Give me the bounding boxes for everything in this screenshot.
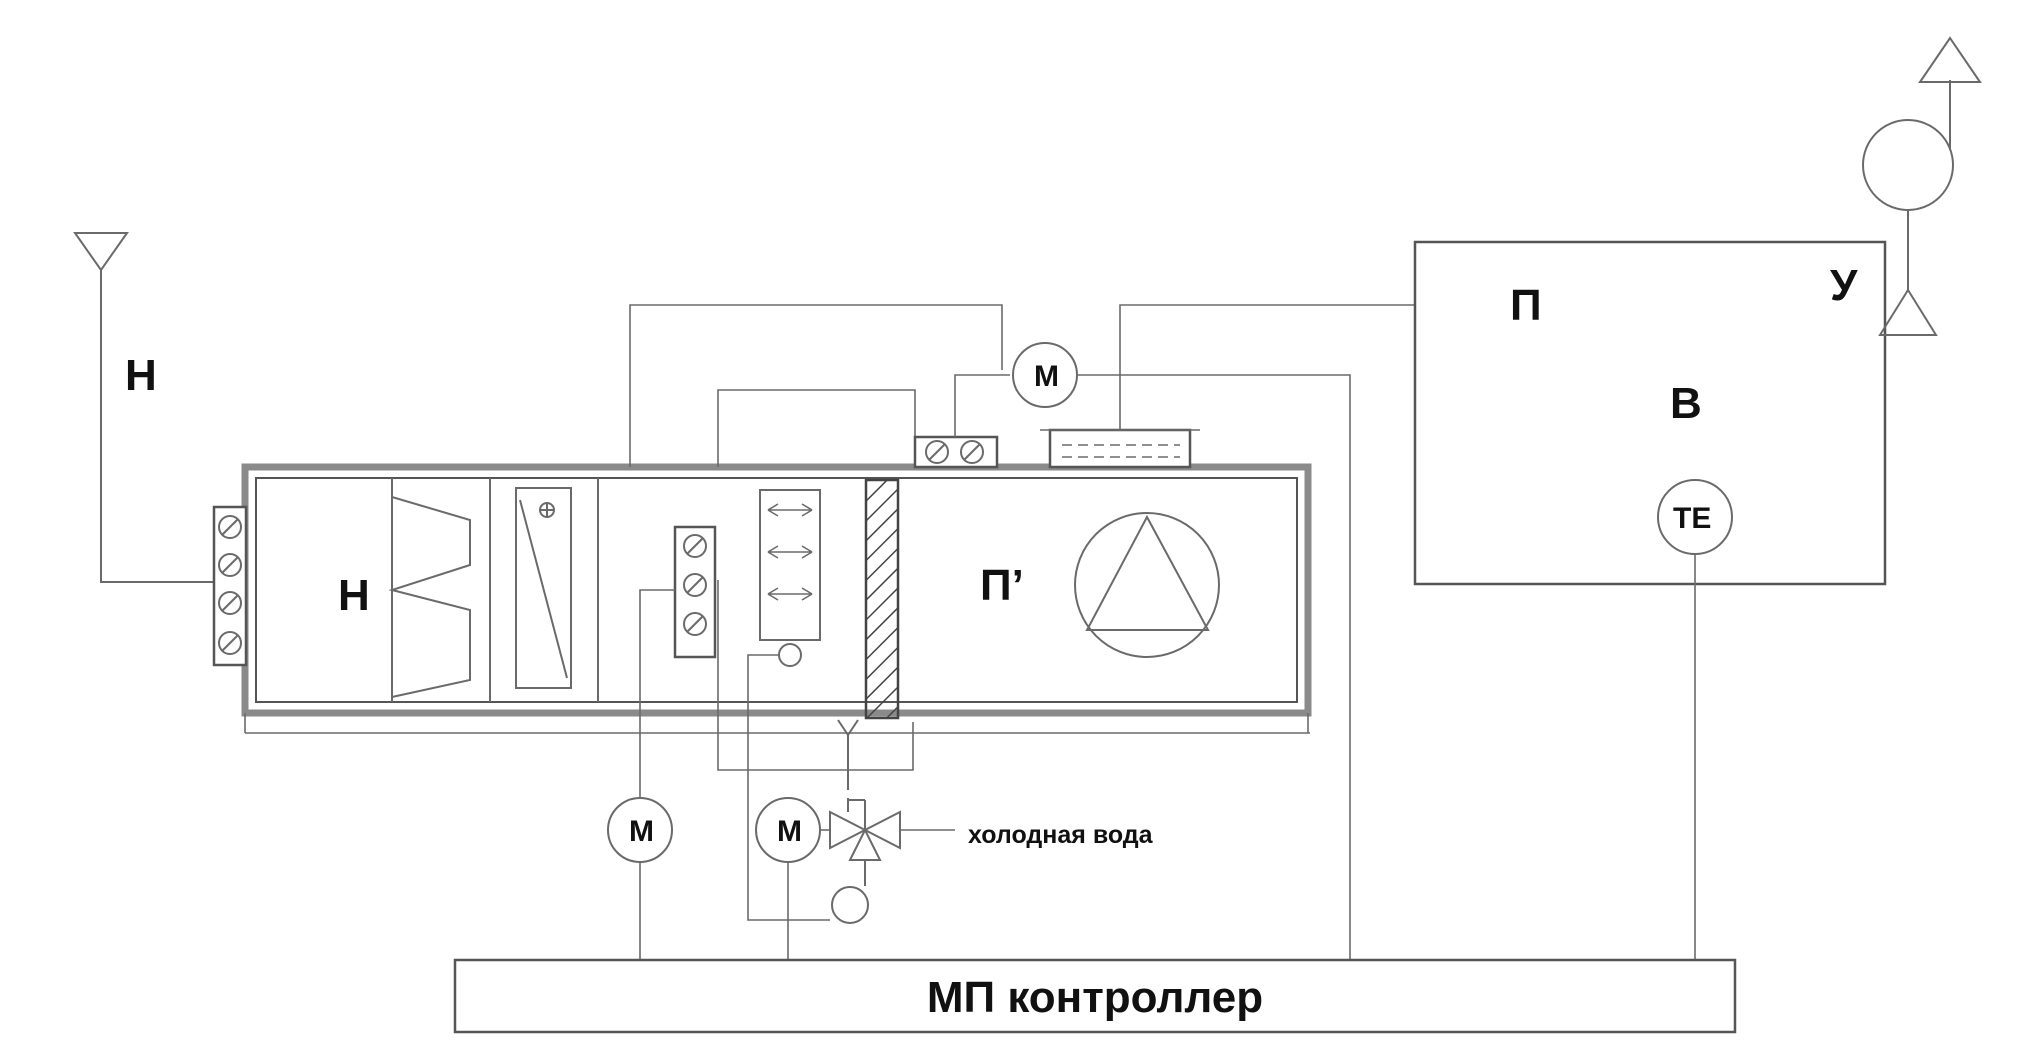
intake-section-label: Н <box>338 571 370 620</box>
heater-section <box>489 478 599 702</box>
supply-silencer <box>1040 428 1200 469</box>
cooling-coil <box>759 489 821 667</box>
supply-fan <box>1074 512 1220 658</box>
exhaust-label: У <box>1830 261 1858 310</box>
controller: МП контроллер <box>453 958 1737 1034</box>
temperature-sensor-label: TE <box>1673 502 1711 535</box>
controller-label: МП контроллер <box>927 973 1263 1022</box>
outdoor-air-intake <box>73 232 214 583</box>
three-way-valve <box>829 798 955 924</box>
supply-section-label: П’ <box>980 561 1024 610</box>
drain <box>837 719 859 790</box>
cooling-valve-actuator: М <box>747 654 830 960</box>
droplet-eliminator <box>864 478 900 720</box>
cold-water-label: холодная вода <box>968 821 1154 849</box>
top-damper-actuator: М <box>954 342 1351 960</box>
damper-blades <box>218 515 242 655</box>
room <box>1413 240 1887 586</box>
bag-filter <box>388 478 471 702</box>
motor-label: М <box>1034 360 1059 393</box>
outdoor-air-label: Н <box>125 351 157 400</box>
intake-damper <box>212 505 248 667</box>
motor-label: М <box>629 815 654 848</box>
top-damper <box>913 435 999 469</box>
motor-label: М <box>777 815 802 848</box>
coil-fins <box>767 503 813 601</box>
room-label: В <box>1670 379 1702 428</box>
exhaust-fan-assembly <box>1862 36 1982 336</box>
bypass-damper-actuator: М <box>607 589 675 960</box>
bypass-duct <box>629 304 1003 771</box>
temperature-sensor: TE <box>1657 479 1733 960</box>
supply-air-label: П <box>1510 281 1542 330</box>
bypass-damper <box>673 525 717 659</box>
